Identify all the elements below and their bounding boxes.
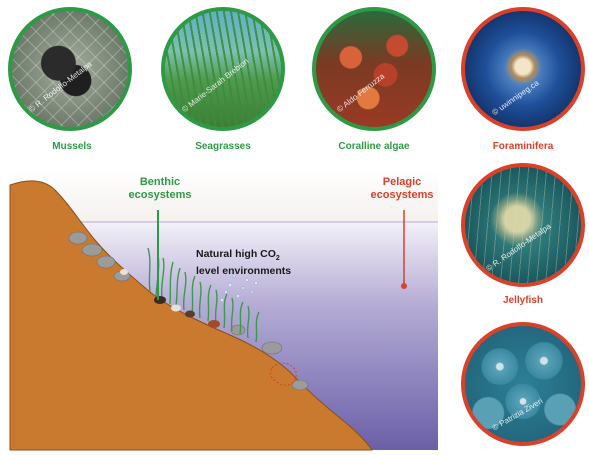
co2-label-line1: Natural high CO2 — [196, 248, 280, 263]
co2-vent-label: Natural high CO2 level environments — [196, 248, 326, 278]
caption-seagrasses: Seagrasses — [195, 141, 251, 152]
caption-coralline-algae: Coralline algae — [338, 141, 410, 152]
foraminifera-photo: © uwinnipeg.ca — [461, 7, 585, 131]
co2-bubbles — [220, 268, 258, 302]
coccolithophore-photo: © Patrizia Ziveri — [461, 322, 585, 446]
jellyfish-photo: © R. Rodolfo-Metalpa — [461, 163, 585, 287]
benthic-label: Benthic ecosystems — [120, 176, 200, 202]
co2-label-line2: level environments — [196, 265, 292, 278]
mussels-photo: © R. Rodolfo-Metalpa — [8, 7, 132, 131]
photo-credit: © Patrizia Ziveri — [490, 396, 545, 433]
photo-credit: © Aldo Ferruzza — [335, 71, 387, 115]
pelagic-label-line2: ecosystems — [370, 189, 434, 201]
photo-credit: © uwinnipeg.ca — [490, 78, 541, 118]
photo-credit: © R. Rodolfo-Metalpa — [484, 221, 553, 274]
caption-mussels: Mussels — [52, 141, 92, 152]
pelagic-patch — [269, 362, 297, 386]
sky-background — [10, 170, 438, 225]
photo-credit: © R. Rodolfo-Metalpa — [27, 59, 94, 115]
caption-jellyfish: Jellyfish — [502, 295, 544, 306]
benthic-label-line1: Benthic — [139, 176, 181, 188]
slope-rocks — [68, 231, 309, 391]
seagrass-bed — [147, 247, 260, 343]
photo-credit: © Marie-Sarah Brebion — [180, 56, 251, 115]
pelagic-pointer-dot — [401, 283, 407, 289]
seagrasses-photo: © Marie-Sarah Brebion — [161, 7, 285, 131]
coralline-algae-photo: © Aldo Ferruzza — [312, 7, 436, 131]
pelagic-label: Pelagic ecosystems — [362, 176, 442, 202]
caption-foraminifera: Foraminifera — [492, 141, 554, 152]
benthic-label-line2: ecosystems — [128, 189, 192, 201]
pelagic-label-line1: Pelagic — [382, 176, 422, 188]
